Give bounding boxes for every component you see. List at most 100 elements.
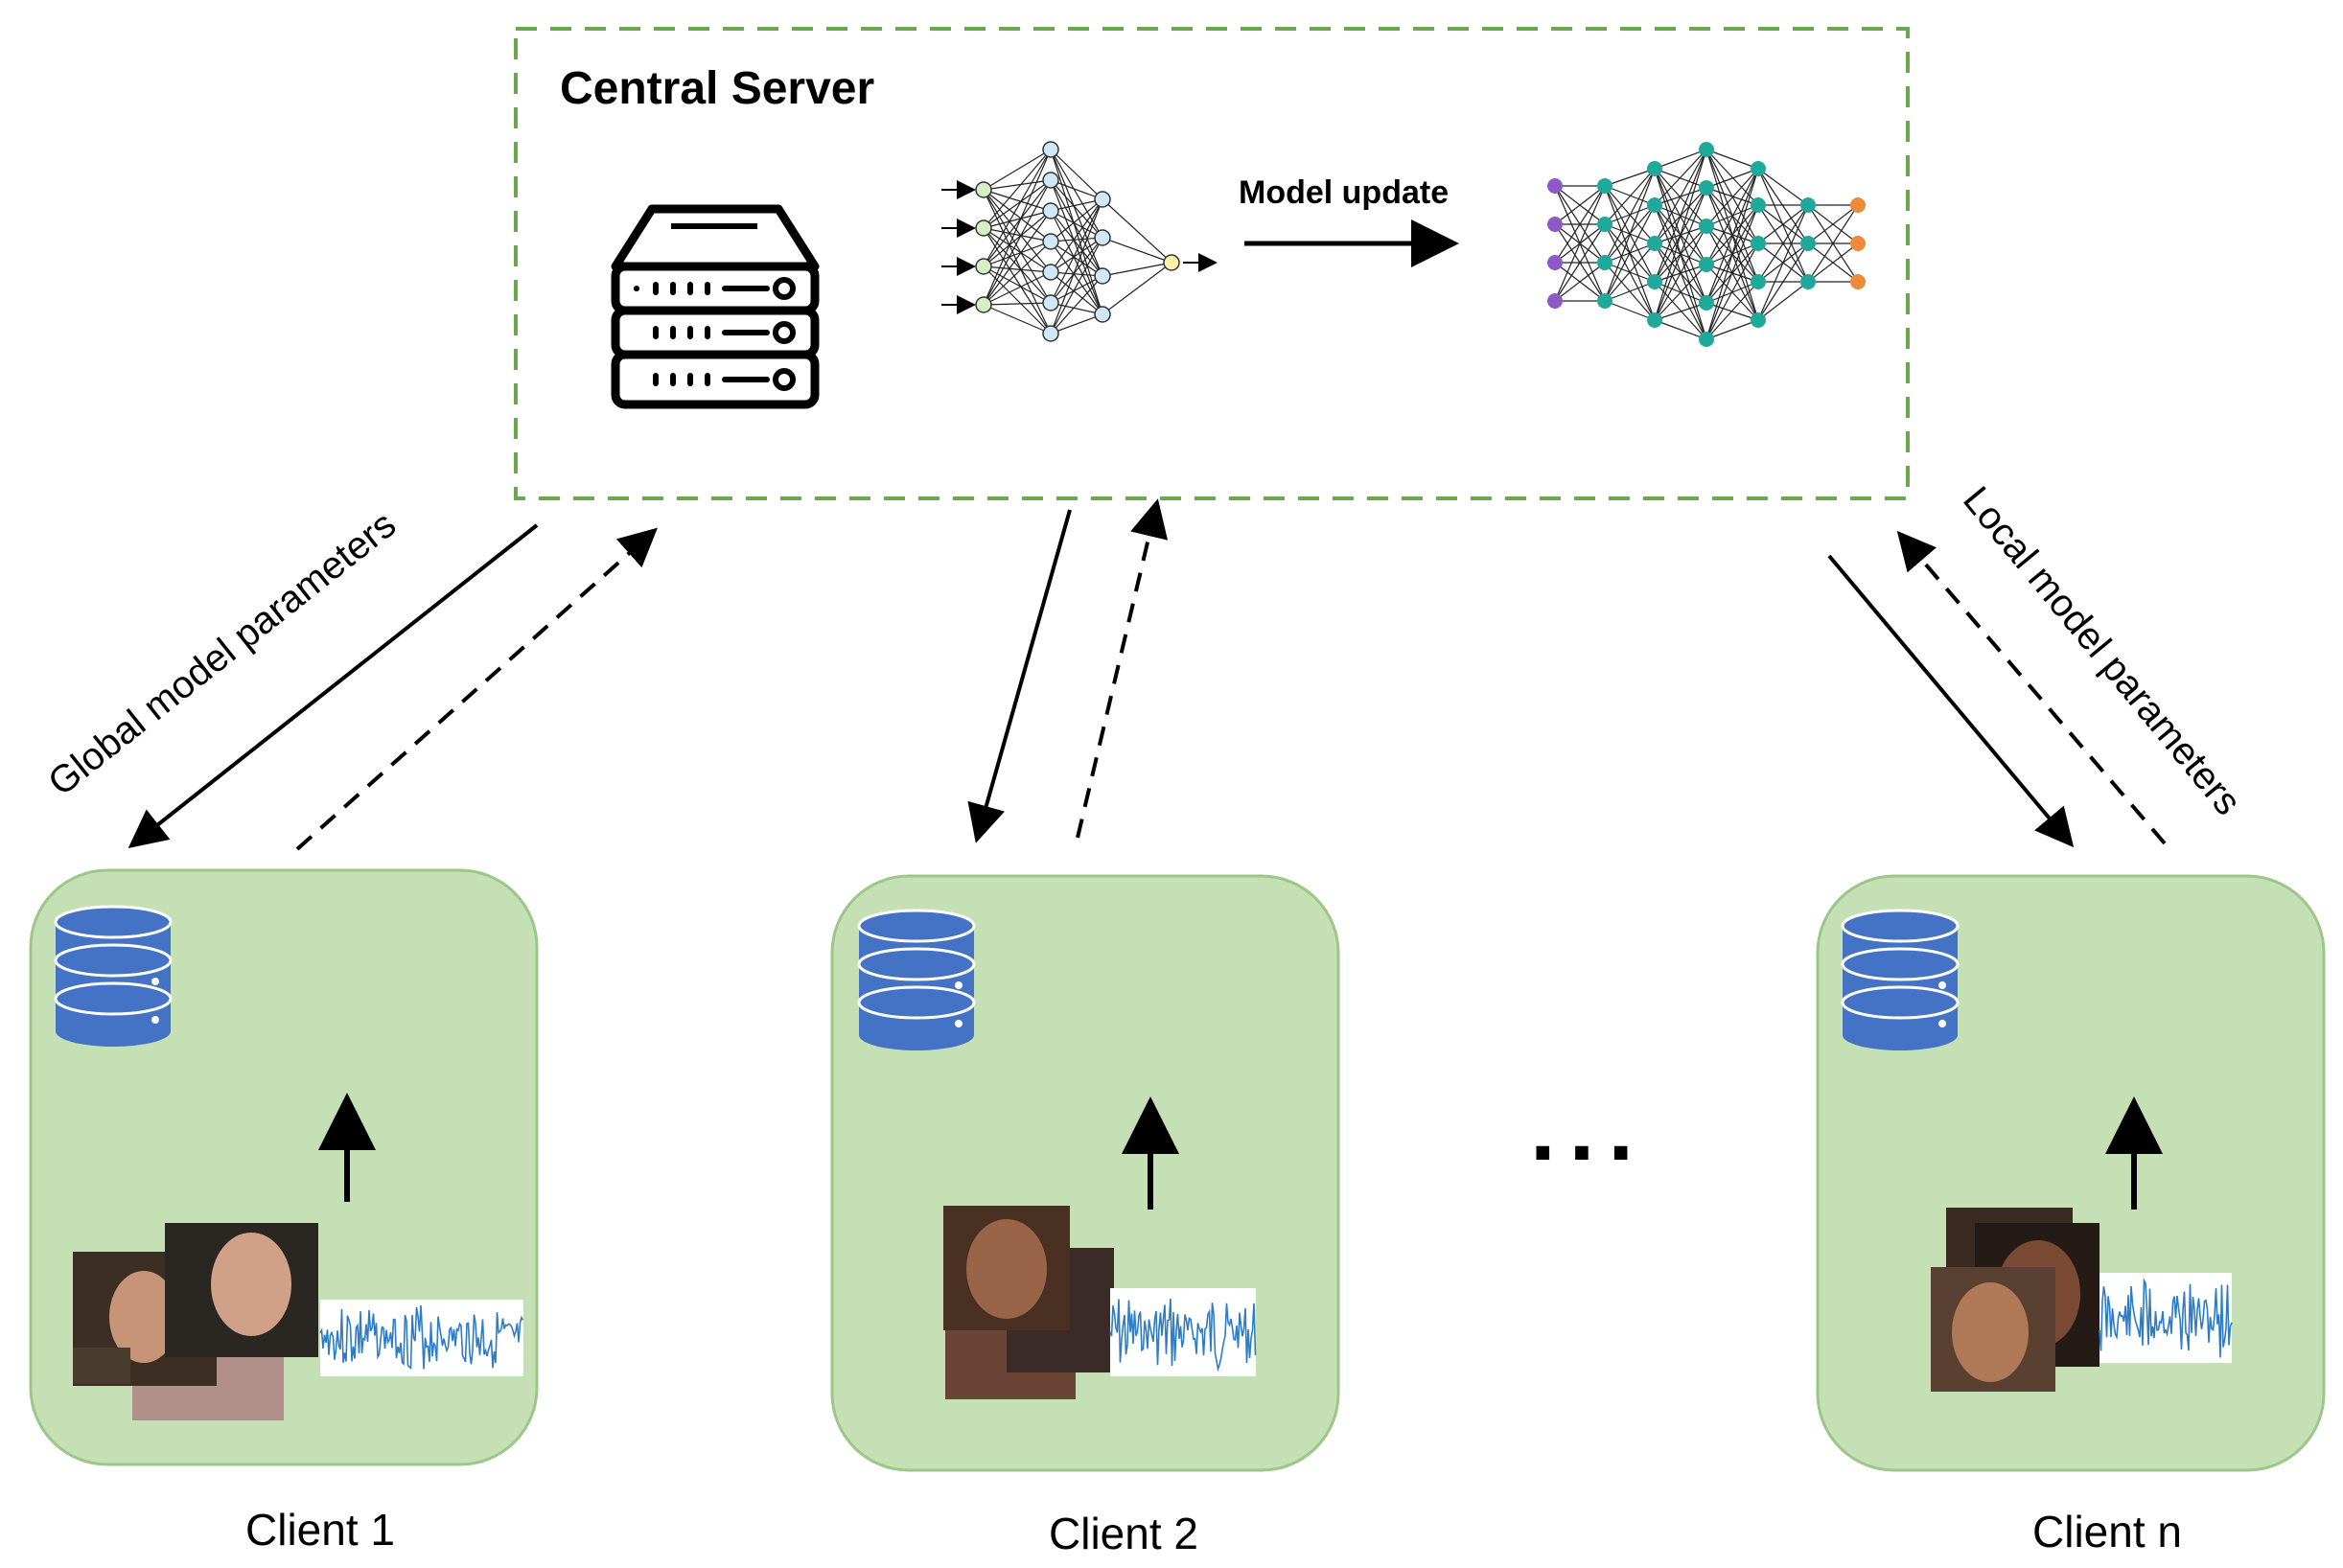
network-edge — [1050, 179, 1103, 315]
database-segment-top — [54, 905, 173, 939]
network-node — [1699, 180, 1714, 196]
network-edge — [1705, 168, 1759, 304]
network-edge — [1654, 187, 1707, 321]
network-edge — [1705, 302, 1759, 321]
network-edge — [1050, 179, 1103, 277]
network-edge — [1807, 204, 1859, 244]
face-shape — [966, 1219, 1047, 1319]
database-segment-top — [1841, 947, 1960, 981]
client-2-face-images — [943, 1206, 1114, 1399]
network-edge — [1050, 149, 1103, 277]
network-edge — [1050, 210, 1103, 277]
network-edge — [1050, 210, 1103, 239]
network-node — [1094, 191, 1111, 208]
network-edge — [983, 179, 1052, 229]
communication-arrows — [128, 498, 2167, 851]
server-local-network-edges — [983, 149, 1172, 334]
network-edge — [983, 189, 1052, 304]
client-data-arrows — [318, 1093, 2163, 1210]
network-node — [1699, 219, 1714, 234]
network-edge — [1604, 168, 1656, 302]
network-edge — [1554, 185, 1606, 225]
network-edge — [1050, 313, 1103, 334]
network-edge — [983, 179, 1052, 267]
network-edge — [983, 227, 1052, 304]
network-node — [975, 181, 992, 198]
network-edge — [983, 189, 1052, 212]
network-node — [1699, 295, 1714, 311]
global-model-parameters-label: Global model parameters — [40, 503, 404, 804]
network-edge — [1604, 281, 1656, 302]
network-edge — [983, 179, 1052, 191]
network-edge — [983, 210, 1052, 229]
audio-waveforms — [319, 1273, 2233, 1376]
more-clients-ellipsis: ... — [1530, 1077, 1647, 1180]
databases — [54, 905, 1960, 1050]
client-n-label: Client n — [2032, 1507, 2182, 1556]
network-edge — [983, 241, 1052, 306]
network-edge — [1050, 198, 1103, 304]
network-edge — [983, 227, 1052, 273]
network-edge — [1050, 302, 1103, 315]
client-2-label: Client 2 — [1049, 1509, 1198, 1558]
network-edge — [1050, 241, 1103, 277]
network-edge — [1102, 262, 1172, 315]
network-edge — [1654, 149, 1707, 244]
network-edge — [1604, 300, 1656, 321]
network-edge — [983, 227, 1052, 242]
network-edge — [1604, 168, 1656, 225]
network-edge — [983, 149, 1052, 306]
network-node — [1094, 229, 1111, 246]
network-edge — [1705, 281, 1759, 340]
network-edge — [1705, 242, 1759, 340]
client-n-waveform — [2099, 1273, 2233, 1363]
database-led — [151, 978, 159, 985]
network-edge — [1705, 204, 1759, 340]
database-segment-top — [1841, 909, 1960, 943]
network-edge — [983, 271, 1052, 306]
model-update-label: Model update — [1239, 174, 1449, 211]
client-n-face-images — [1931, 1208, 2099, 1392]
database-led — [1938, 1020, 1946, 1027]
network-edge — [983, 149, 1052, 229]
network-edge — [1604, 168, 1656, 187]
network-node — [1751, 161, 1766, 176]
network-node — [1042, 141, 1059, 158]
network-node — [1751, 312, 1766, 328]
network-edge — [1757, 204, 1809, 283]
network-edge — [1050, 237, 1103, 304]
network-edge — [1604, 185, 1656, 206]
network-node — [975, 296, 992, 313]
network-edge — [1705, 168, 1759, 340]
network-edge — [1050, 198, 1103, 273]
waveform-line — [2099, 1278, 2233, 1358]
network-edge — [1654, 242, 1707, 340]
network-edge — [1757, 242, 1809, 321]
network-node — [1597, 255, 1612, 270]
network-edge — [1705, 149, 1759, 170]
database-segment-top — [857, 947, 976, 981]
network-edge — [1757, 168, 1809, 244]
network-edge — [983, 149, 1052, 191]
network-edge — [1757, 204, 1809, 321]
client-1-label: Client 1 — [245, 1505, 395, 1555]
network-edge — [1654, 149, 1707, 321]
network-edge — [1654, 264, 1707, 321]
network-edge — [983, 149, 1052, 267]
network-node — [975, 219, 992, 237]
network-edge — [1050, 179, 1103, 239]
network-node — [1094, 306, 1111, 323]
database-segment-top — [1841, 985, 1960, 1020]
network-node — [1647, 161, 1662, 176]
global-model-network-edges — [1554, 149, 1859, 340]
network-edge — [983, 265, 1052, 273]
database-icon — [54, 905, 173, 1047]
database-segment-bottom — [1843, 1020, 1958, 1050]
waveform-line — [1109, 1298, 1257, 1372]
network-node — [1647, 197, 1662, 213]
database-segment-top — [857, 985, 976, 1020]
network-edge — [1102, 198, 1172, 264]
local-arrow-client-1 — [295, 527, 658, 851]
client-1-waveform — [319, 1300, 524, 1376]
network-edge — [1554, 185, 1606, 302]
